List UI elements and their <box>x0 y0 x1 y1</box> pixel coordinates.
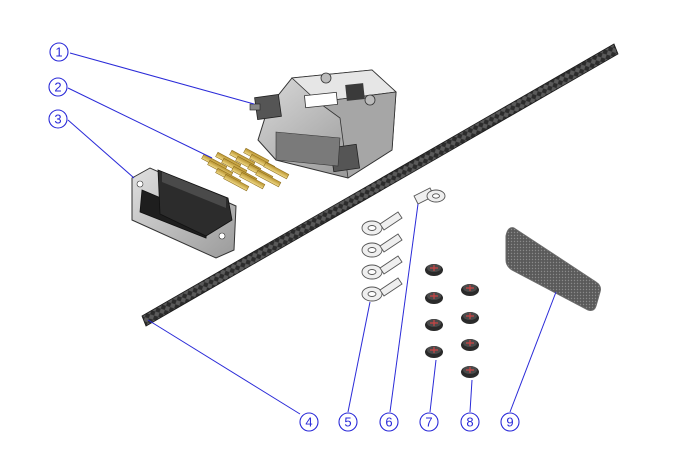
label-plate-part <box>505 227 601 311</box>
callout-7-label: 7 <box>425 415 432 430</box>
callout-1: 1 <box>49 42 69 62</box>
braided-sleeve-part <box>141 43 619 327</box>
backshell-hood-part <box>249 69 397 179</box>
callout-4-label: 4 <box>305 415 312 430</box>
leader-2 <box>67 87 213 159</box>
leader-5 <box>347 301 371 413</box>
callout-2-label: 2 <box>54 80 61 95</box>
screws-left-column-part <box>425 264 443 358</box>
leader-1 <box>69 52 255 105</box>
leader-3 <box>67 119 135 179</box>
callout-6: 6 <box>379 412 399 432</box>
callout-7: 7 <box>419 412 439 432</box>
callout-3-label: 3 <box>54 112 61 127</box>
callout-2: 2 <box>48 77 68 97</box>
leader-lines <box>67 52 557 415</box>
callout-9-label: 9 <box>506 415 513 430</box>
leader-8 <box>469 379 473 413</box>
leader-9 <box>509 291 557 413</box>
leader-6 <box>389 203 419 413</box>
callout-4: 4 <box>299 412 319 432</box>
callout-8: 8 <box>460 412 480 432</box>
crimp-pins-part <box>201 147 290 192</box>
callout-3: 3 <box>48 109 68 129</box>
single-ring-terminal-part <box>413 187 446 205</box>
dsub-connector-part <box>131 167 237 259</box>
leader-7 <box>429 359 437 413</box>
screws-right-column-part <box>461 284 479 378</box>
callout-5: 5 <box>338 412 358 432</box>
ring-terminals-part <box>361 211 403 302</box>
callout-8-label: 8 <box>466 415 473 430</box>
callout-5-label: 5 <box>344 415 351 430</box>
leader-4 <box>147 319 301 415</box>
callout-1-label: 1 <box>55 45 62 60</box>
callout-9: 9 <box>500 412 520 432</box>
callout-6-label: 6 <box>385 415 392 430</box>
